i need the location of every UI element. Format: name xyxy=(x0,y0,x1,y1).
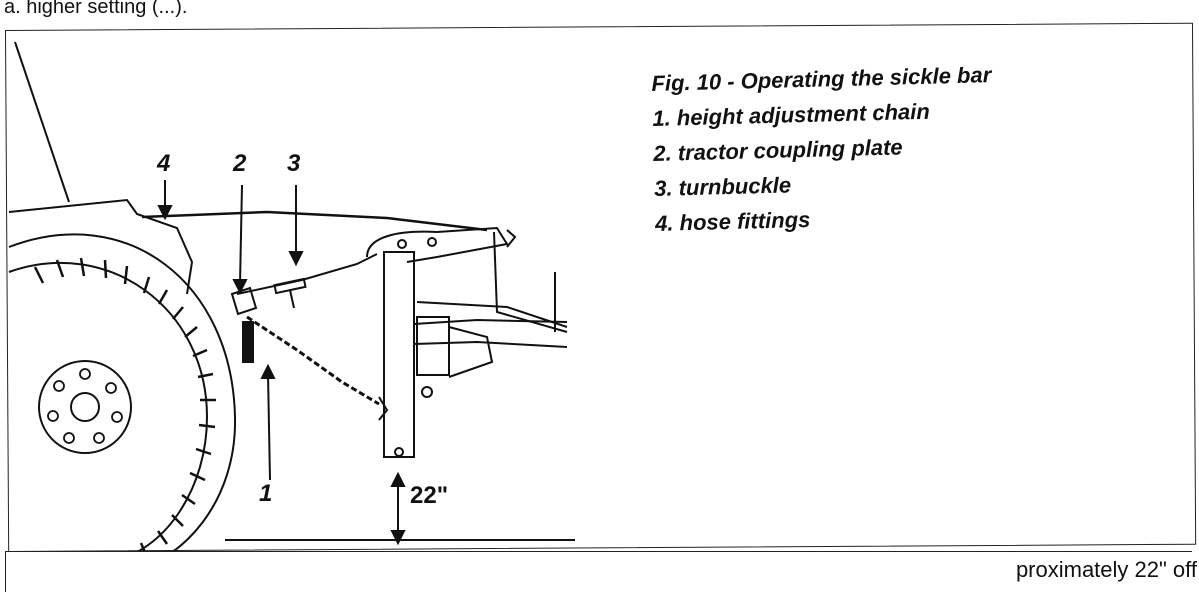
next-section-frame xyxy=(5,551,1192,592)
hydraulic-hose xyxy=(141,210,488,232)
top-bracket xyxy=(366,226,509,263)
callout-arrows xyxy=(157,180,575,546)
tractor-tire xyxy=(8,233,237,552)
turnbuckle-rod xyxy=(236,253,378,295)
coupling-plate xyxy=(230,286,258,316)
figure-caption: Fig. 10 - Operating the sickle bar 1. he… xyxy=(651,57,995,241)
gear-box xyxy=(416,316,450,376)
next-text-fragment: proximately 22" off xyxy=(1015,557,1197,582)
scanned-manual-page: a. higher setting (...). xyxy=(4,0,1197,592)
height-chain xyxy=(246,315,380,406)
cutter-beam xyxy=(413,318,568,325)
callout-4: 4 xyxy=(157,150,171,177)
hub-bolts xyxy=(47,368,123,444)
tractor-frame-line xyxy=(14,41,70,203)
wheel-hub xyxy=(38,360,132,454)
previous-text-fragment: a. higher setting (...). xyxy=(4,0,188,18)
sickle-bar-drawing xyxy=(8,41,568,552)
tractor-fender xyxy=(8,198,194,295)
callout-2: 2 xyxy=(233,150,247,177)
height-dimension-label: 22" xyxy=(410,482,449,509)
callout-3: 3 xyxy=(287,150,301,177)
callout-1: 1 xyxy=(259,480,273,507)
